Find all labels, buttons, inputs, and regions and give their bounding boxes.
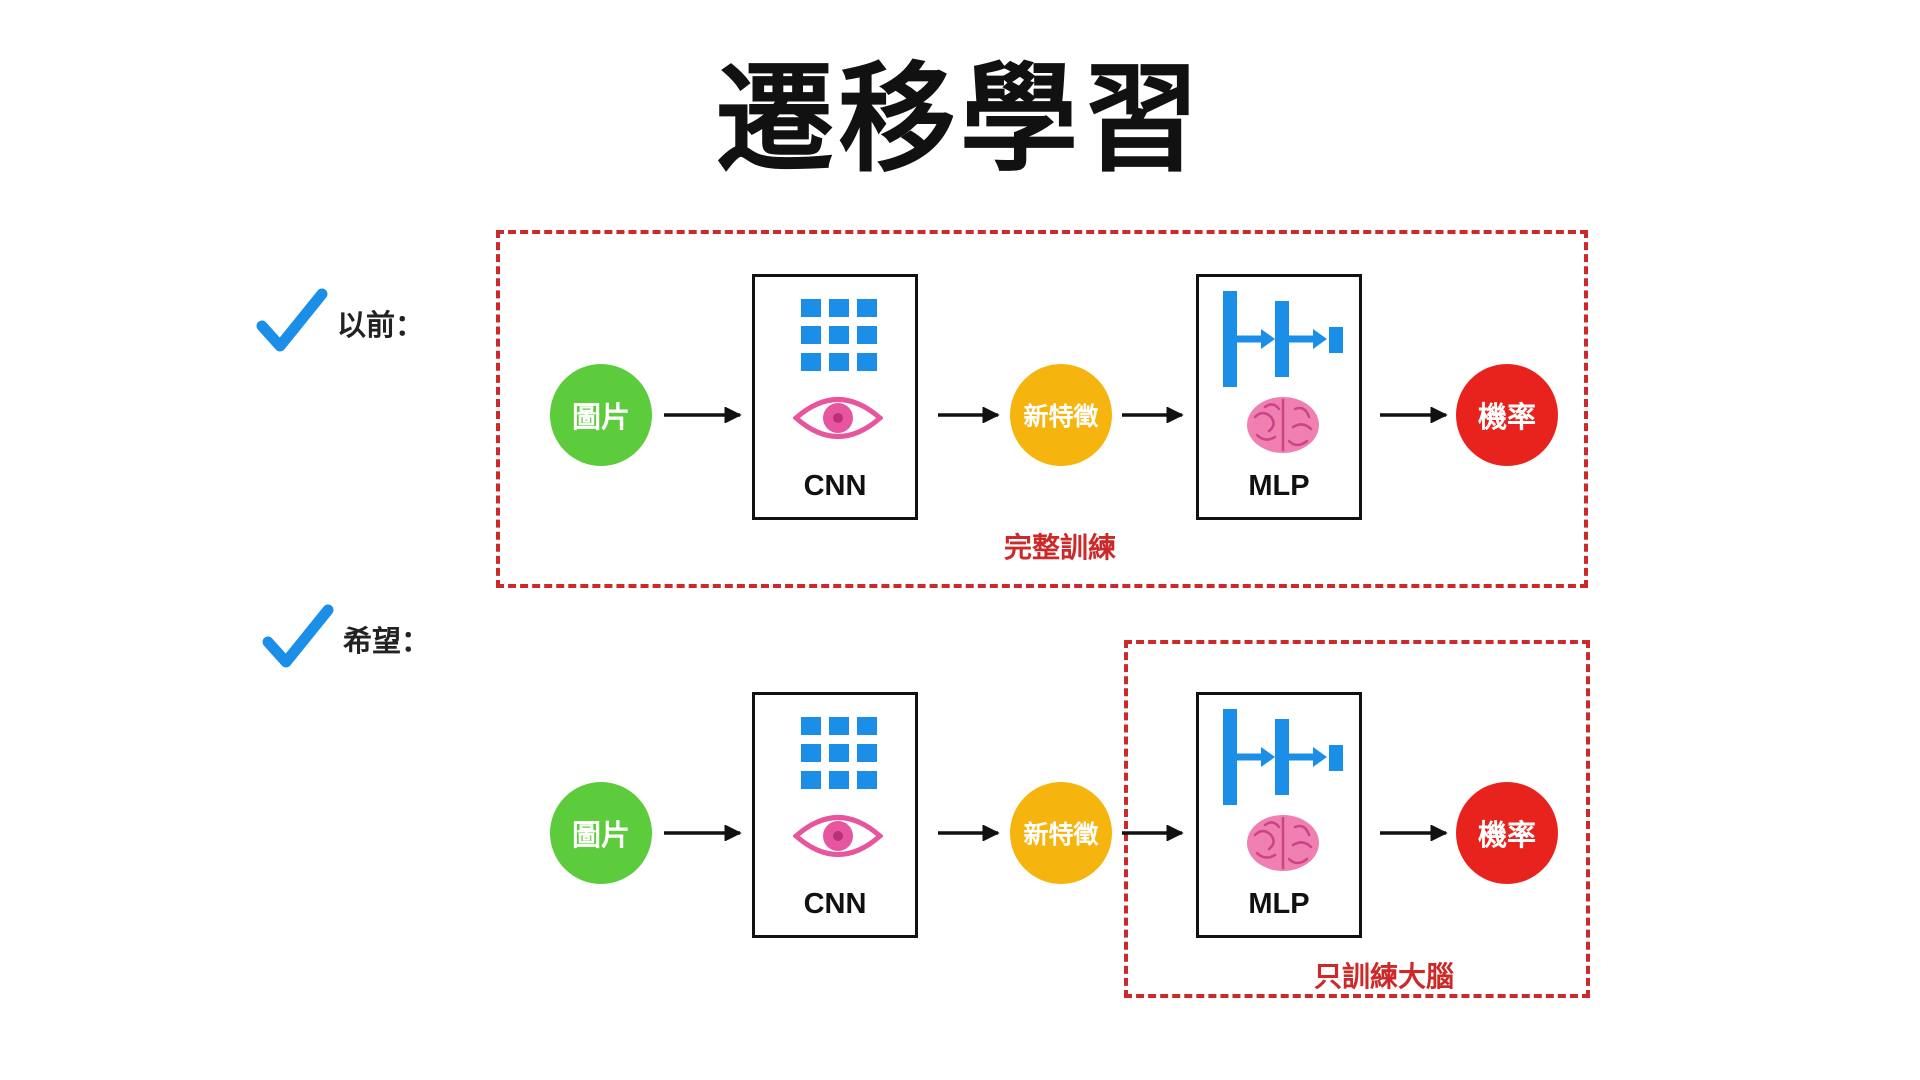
cnn-box: CNN (752, 274, 918, 520)
layers-icon (1223, 291, 1343, 387)
eye-icon (793, 815, 883, 857)
arrow-icon (664, 825, 742, 841)
full-training-label: 完整訓練 (1003, 531, 1116, 564)
arrow-icon (1122, 407, 1184, 423)
row-label-hope: 希望： (343, 624, 431, 658)
cnn-label: CNN (803, 470, 867, 502)
probability-node: 機率 (1456, 782, 1558, 884)
checkmark-icon (256, 288, 328, 352)
arrow-icon (938, 825, 1000, 841)
mlp-label: MLP (1248, 470, 1310, 502)
arrow-icon (1380, 407, 1448, 423)
feature-node: 新特徵 (1010, 782, 1112, 884)
brain-only-training-label: 只訓練大腦 (1313, 960, 1454, 993)
eye-icon (793, 397, 883, 439)
arrow-icon (664, 407, 742, 423)
mlp-box: MLP (1196, 692, 1362, 938)
arrow-icon (1122, 825, 1184, 841)
feature-node: 新特徵 (1010, 364, 1112, 466)
arrow-icon (938, 407, 1000, 423)
brain-only-training-frame (1124, 640, 1590, 998)
mlp-box: MLP (1196, 274, 1362, 520)
arrow-icon (1380, 825, 1448, 841)
grid-icon (801, 299, 877, 371)
checkmark-icon (262, 604, 334, 668)
image-node: 圖片 (550, 364, 652, 466)
row-label-before: 以前： (337, 308, 425, 342)
brain-icon (1247, 815, 1319, 871)
grid-icon (801, 717, 877, 789)
brain-icon (1247, 397, 1319, 453)
probability-node: 機率 (1456, 364, 1558, 466)
page-title: 遷移學習 (715, 50, 1204, 188)
full-training-frame (496, 230, 1588, 588)
mlp-label: MLP (1248, 888, 1310, 920)
layers-icon (1223, 709, 1343, 805)
image-node: 圖片 (550, 782, 652, 884)
cnn-box: CNN (752, 692, 918, 938)
cnn-label: CNN (803, 888, 867, 920)
